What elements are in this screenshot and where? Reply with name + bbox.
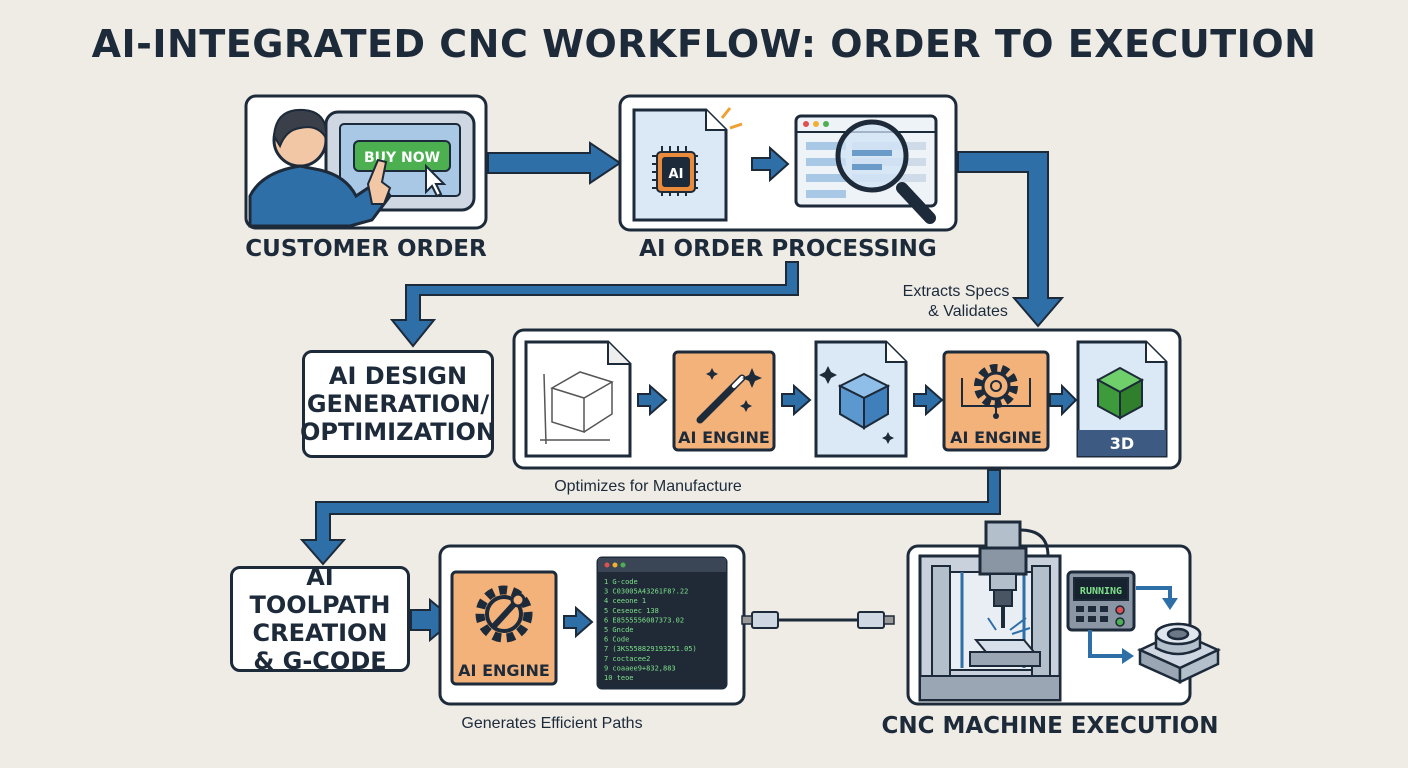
ai-chip-text: AI: [669, 167, 684, 182]
ai-toolpath-label: AI TOOLPATH CREATION & G-CODE: [249, 563, 391, 675]
finished-part-icon: [1137, 622, 1221, 684]
arrow-processing-to-design: [957, 151, 1065, 328]
page-title: AI-INTEGRATED CNC WORKFLOW: ORDER TO EXE…: [91, 22, 1317, 66]
ai-design-label-box: AI DESIGN GENERATION/ OPTIMIZATION: [300, 350, 497, 458]
status-display: [1073, 577, 1129, 601]
ai-chip-icon: [652, 146, 698, 196]
gcode-line: 5 Ceseoec 138: [604, 607, 659, 615]
generates-paths-note: Generates Efficient Paths: [461, 715, 642, 732]
magnifier-icon: [835, 119, 936, 224]
sketch-document-icon: [524, 340, 632, 458]
gcode-lines: 1 G-code 3 C03005A43261F8?.224 ceeone 1 5 …: [604, 578, 697, 682]
cnc-machine-panel: RUNNING: [906, 520, 1221, 706]
arrow-order-to-processing: [487, 141, 622, 185]
cube-icon: [837, 372, 891, 430]
3d-badge: [1078, 430, 1166, 456]
gcode-line: 6 E8555556087373.02: [604, 616, 684, 624]
control-panel: RUNNING: [1066, 570, 1136, 632]
gear-icon-1: [961, 364, 1031, 419]
customer-order-label: CUSTOMER ORDER: [245, 236, 487, 262]
flow-arrows: [299, 141, 1065, 643]
gcode-line: 4 ceeone 1: [604, 597, 646, 605]
ai-engine-text-2: AI ENGINE: [950, 428, 1042, 447]
customer-person-icon: [248, 108, 392, 228]
green-cube-icon: [1095, 366, 1145, 420]
buy-now-text: BUY NOW: [364, 150, 440, 166]
running-status: RUNNING: [1080, 586, 1122, 597]
cnc-execution-label: CNC MACHINE EXECUTION: [881, 713, 1218, 739]
3d-badge-text: 3D: [1110, 434, 1134, 453]
ai-design-panel: AI ENGINE AI ENGINE: [512, 328, 1182, 470]
ai-engine-text-1: AI ENGINE: [678, 428, 770, 447]
gcode-line: 10 teoe: [604, 674, 634, 682]
ai-toolpath-label-box: AI TOOLPATH CREATION & G-CODE: [230, 563, 410, 675]
ai-design-label: AI DESIGN GENERATION/ OPTIMIZATION: [300, 362, 497, 446]
customer-order-panel: BUY NOW: [244, 94, 488, 230]
validates-note: & Validates: [928, 303, 1008, 320]
ai-engine-text-3: AI ENGINE: [458, 661, 550, 680]
arrow-processing-to-design-label: [389, 261, 799, 348]
magic-wand-icon: [696, 368, 762, 424]
gcode-line: 9 coaaee9+832,883: [604, 664, 676, 672]
gcode-line: 6 Code: [604, 636, 629, 644]
gcode-line: 3 C03005A43261F8?.22: [604, 588, 688, 596]
cursor-icon: [425, 163, 447, 198]
extracts-specs-note: Extracts Specs: [903, 283, 1010, 300]
arrow-design-to-toolpath: [299, 469, 1001, 566]
ai-order-processing-label: AI ORDER PROCESSING: [639, 236, 937, 262]
gcode-line: 5 Gncde: [604, 626, 634, 634]
gcode-line: 1 G-code: [604, 578, 638, 586]
optimizes-note: Optimizes for Manufacture: [554, 478, 742, 495]
spindle-icon: [978, 520, 1050, 628]
ai-order-processing-panel: AI: [618, 94, 958, 232]
gear-wrench-icon: [475, 585, 533, 643]
ai-toolpath-panel: AI ENGINE 1 G-code 3 C03005A43261F8?.224 …: [438, 544, 746, 706]
usb-cable: [741, 611, 895, 629]
gcode-line: 7 (3KS558829193251.05): [604, 645, 697, 653]
gcode-line: 7 coctacee2: [604, 655, 650, 663]
